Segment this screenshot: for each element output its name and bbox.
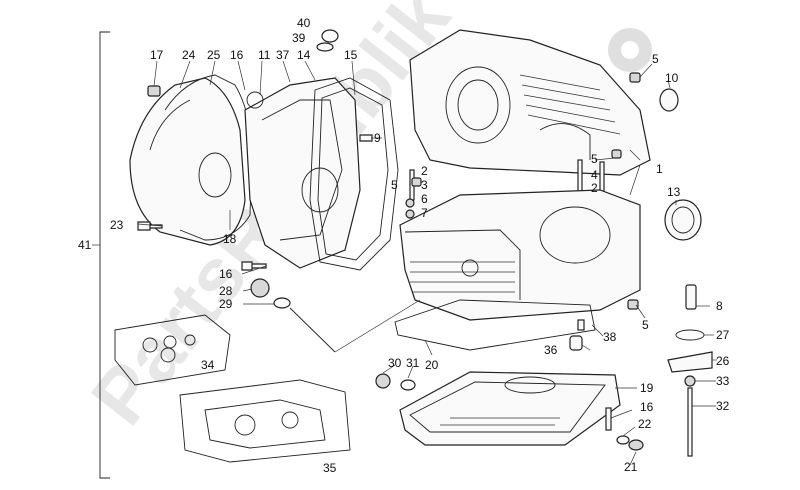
washer-31	[400, 379, 416, 391]
callout: 22	[638, 417, 652, 431]
callout: 15	[344, 48, 358, 62]
callout: 27	[716, 328, 730, 342]
callout: 3	[421, 178, 428, 192]
callout: 19	[640, 381, 654, 395]
gasket-kit-34	[114, 314, 231, 386]
callout: 24	[182, 48, 196, 62]
stud-32	[687, 387, 693, 457]
callout: 21	[624, 460, 638, 474]
callout: 16	[640, 400, 654, 414]
callout: 9	[374, 131, 381, 145]
callout: 20	[425, 358, 439, 372]
screw-23	[137, 221, 163, 231]
seal-29	[273, 297, 291, 309]
pin-5-mid	[411, 177, 422, 187]
callout: 17	[150, 48, 164, 62]
cap-40	[321, 29, 339, 43]
plug-21	[628, 439, 644, 451]
callout: 11	[258, 48, 271, 62]
callout: 25	[207, 48, 221, 62]
callout: 18	[223, 232, 237, 246]
callout: 5	[591, 152, 598, 166]
watermark-gear-icon	[608, 28, 652, 72]
callout: 41	[78, 238, 92, 252]
timing-housing	[244, 77, 361, 269]
leader-lines	[137, 60, 717, 466]
seal-10	[659, 88, 679, 112]
nut-6	[405, 198, 415, 208]
callout: 26	[716, 354, 730, 368]
screw-9	[359, 134, 373, 142]
oil-sump-19	[399, 371, 621, 446]
dowel-36	[569, 335, 583, 351]
callout: 23	[110, 218, 124, 232]
callout: 2	[591, 181, 598, 195]
callout: 40	[297, 16, 311, 30]
callout: 6	[421, 192, 428, 206]
bolt-38	[577, 319, 585, 331]
crankcase-lower	[399, 189, 641, 321]
callout: 5	[652, 52, 659, 66]
callout: 2	[421, 164, 428, 178]
callout: 31	[406, 356, 420, 370]
stud-4	[577, 159, 583, 193]
callout: 34	[201, 358, 215, 372]
callout: 10	[665, 71, 679, 85]
filter-cover-26	[667, 351, 713, 373]
callout: 39	[292, 31, 306, 45]
callout: 36	[544, 343, 558, 357]
pin-5-upper	[611, 149, 622, 159]
assembly-bracket	[99, 31, 110, 479]
callout: 8	[716, 299, 723, 313]
callout: 13	[667, 185, 681, 199]
callout: 30	[388, 356, 402, 370]
callout-labels: 40 39 17 24 25 16 11 37 14 15 9 5 10 2 3…	[78, 16, 730, 475]
callout: 5	[391, 178, 398, 192]
nut-33	[684, 375, 696, 387]
side-cover-outer	[129, 77, 246, 246]
callout: 16	[230, 48, 244, 62]
washer-39	[316, 42, 334, 52]
callout: 38	[603, 330, 617, 344]
callout: 14	[297, 48, 311, 62]
callout: 1	[656, 162, 663, 176]
plug-30	[375, 373, 391, 389]
callout: 37	[276, 48, 290, 62]
callout: 4	[591, 168, 598, 182]
gasket-kit-35	[179, 379, 351, 463]
callout: 16	[219, 267, 233, 281]
callout: 33	[716, 374, 730, 388]
callout: 7	[421, 206, 428, 220]
callout: 29	[219, 297, 233, 311]
sender-8	[685, 284, 697, 310]
gasket-20	[394, 299, 596, 351]
callout: 35	[323, 461, 337, 475]
oring-27	[675, 329, 705, 341]
crankcase-upper	[409, 29, 651, 176]
seal-13	[664, 199, 702, 241]
callout: 5	[642, 318, 649, 332]
pin-5-top	[629, 72, 641, 83]
nut-7	[405, 209, 415, 219]
plug-28	[250, 278, 270, 298]
pin-5-low	[627, 299, 639, 310]
timing-gasket	[309, 77, 399, 271]
plug-17	[147, 85, 161, 97]
callout: 32	[716, 399, 730, 413]
screw-16-right	[605, 407, 612, 431]
callout: 28	[219, 284, 233, 298]
washer-22	[616, 435, 630, 445]
